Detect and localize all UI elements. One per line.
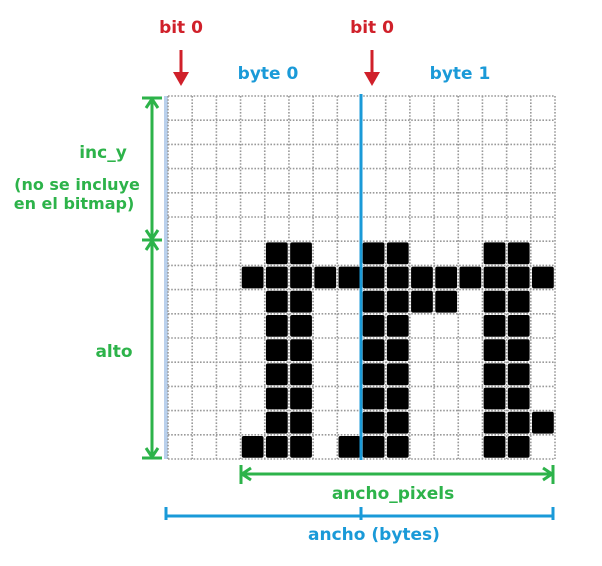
pixel-on-r8-c5 xyxy=(290,290,312,313)
pixel-on-r12-c13 xyxy=(483,387,506,410)
pixel-on-r14-c5 xyxy=(290,436,312,458)
bit0-right-marker: bit 0 xyxy=(350,18,394,86)
pixel-on-r12-c9 xyxy=(386,387,409,410)
pixel-on-r7-c5 xyxy=(290,266,312,289)
pixel-on-r7-c11 xyxy=(435,266,458,289)
pixel-on-r12-c8 xyxy=(362,387,385,410)
bit0-right-arrowhead-icon xyxy=(364,72,380,86)
pixel-on-r11-c14 xyxy=(507,363,530,386)
pixel-on-r10-c8 xyxy=(362,339,385,361)
pixel-on-r13-c15 xyxy=(532,411,554,434)
pixel-layer xyxy=(241,242,554,458)
pixel-on-r6-c9 xyxy=(386,242,409,265)
inc-y-note-line2: en el bitmap) xyxy=(14,194,135,213)
bit0-left-marker: bit 0 xyxy=(159,18,203,86)
pixel-on-r10-c4 xyxy=(265,339,288,361)
pixel-on-r11-c13 xyxy=(483,363,506,386)
pixel-on-r6-c8 xyxy=(362,242,385,265)
pixel-on-r14-c7 xyxy=(338,436,361,458)
inc-y-note-line1: (no se incluye xyxy=(14,175,140,194)
pixel-on-r6-c13 xyxy=(483,242,506,265)
pixel-on-r7-c15 xyxy=(532,266,554,289)
pixel-on-r9-c4 xyxy=(265,315,288,337)
pixel-on-r8-c10 xyxy=(411,290,433,313)
pixel-on-r11-c5 xyxy=(290,363,312,386)
ancho-bytes-label: ancho (bytes) xyxy=(308,525,440,545)
bit0-left-arrowhead-icon xyxy=(173,72,189,86)
pixel-on-r7-c12 xyxy=(459,266,482,289)
pixel-on-r6-c14 xyxy=(507,242,530,265)
pixel-on-r14-c14 xyxy=(507,436,530,458)
pixel-on-r14-c8 xyxy=(362,436,385,458)
pixel-on-r13-c4 xyxy=(265,411,288,434)
pixel-on-r9-c5 xyxy=(290,315,312,337)
pixel-on-r8-c11 xyxy=(435,290,458,313)
bit0-right-label: bit 0 xyxy=(350,18,394,38)
alto-dimension xyxy=(142,238,162,460)
byte0-label: byte 0 xyxy=(238,64,299,84)
pixel-on-r7-c3 xyxy=(241,266,264,289)
pixel-on-r10-c5 xyxy=(290,339,312,361)
pixel-on-r7-c10 xyxy=(411,266,433,289)
pixel-on-r8-c4 xyxy=(265,290,288,313)
pixel-on-r12-c4 xyxy=(265,387,288,410)
pixel-on-r9-c8 xyxy=(362,315,385,337)
inc-y-dimension xyxy=(142,96,162,242)
pixel-on-r10-c9 xyxy=(386,339,409,361)
pixel-on-r6-c5 xyxy=(290,242,312,265)
pixel-on-r11-c9 xyxy=(386,363,409,386)
pixel-on-r14-c3 xyxy=(241,436,264,458)
pixel-on-r7-c9 xyxy=(386,266,409,289)
pixel-on-r8-c13 xyxy=(483,290,506,313)
grid-left-strip xyxy=(164,96,168,459)
ancho-pixels-dimension xyxy=(239,465,555,484)
pixel-on-r8-c8 xyxy=(362,290,385,313)
pixel-on-r6-c4 xyxy=(265,242,288,265)
alto-label: alto xyxy=(95,342,132,362)
pixel-on-r9-c9 xyxy=(386,315,409,337)
pixel-on-r13-c9 xyxy=(386,411,409,434)
pixel-on-r14-c9 xyxy=(386,436,409,458)
pixel-on-r13-c5 xyxy=(290,411,312,434)
pixel-on-r13-c14 xyxy=(507,411,530,434)
byte1-label: byte 1 xyxy=(430,64,491,84)
pixel-on-r13-c13 xyxy=(483,411,506,434)
pixel-on-r14-c4 xyxy=(265,436,288,458)
pixel-on-r7-c8 xyxy=(362,266,385,289)
pixel-on-r10-c14 xyxy=(507,339,530,361)
pixel-on-r9-c14 xyxy=(507,315,530,337)
pixel-on-r12-c14 xyxy=(507,387,530,410)
pixel-on-r11-c4 xyxy=(265,363,288,386)
pixel-on-r13-c8 xyxy=(362,411,385,434)
pixel-on-r12-c5 xyxy=(290,387,312,410)
inc-y-label: inc_y xyxy=(79,143,127,163)
bit0-left-label: bit 0 xyxy=(159,18,203,38)
ancho-bytes-dimension xyxy=(164,507,555,520)
pixel-on-r7-c7 xyxy=(338,266,361,289)
pixel-on-r7-c14 xyxy=(507,266,530,289)
pixel-on-r8-c14 xyxy=(507,290,530,313)
ancho-pixels-label: ancho_pixels xyxy=(332,484,454,504)
pixel-on-r11-c8 xyxy=(362,363,385,386)
pixel-on-r8-c9 xyxy=(386,290,409,313)
pixel-on-r10-c13 xyxy=(483,339,506,361)
pixel-on-r9-c13 xyxy=(483,315,506,337)
pixel-on-r7-c6 xyxy=(314,266,337,289)
pixel-on-r14-c13 xyxy=(483,436,506,458)
pixel-on-r7-c13 xyxy=(483,266,506,289)
pixel-on-r7-c4 xyxy=(265,266,288,289)
